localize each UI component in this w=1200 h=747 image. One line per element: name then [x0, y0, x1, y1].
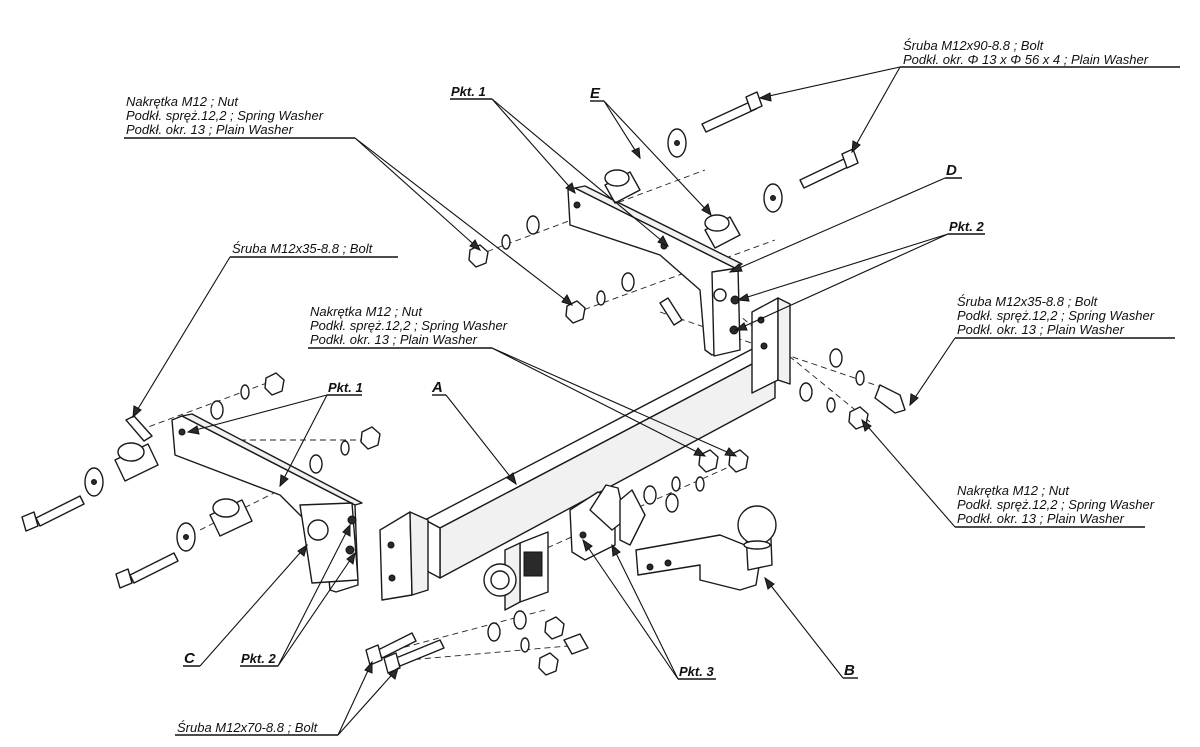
spring-washer-label: Podkł. spręż.12,2 ; Spring Washer [957, 308, 1155, 323]
long-bolts [21, 91, 859, 589]
plain-washer-label: Podkł. okr. 13 ; Plain Washer [957, 511, 1125, 526]
letter-c: C [184, 650, 196, 667]
tag-pkt2-bottom: Pkt. 2 [241, 651, 276, 666]
spring-washer-label: Podkł. spręż.12,2 ; Spring Washer [957, 497, 1155, 512]
spring-washer-label: Podkł. spręż.12,2 ; Spring Washer [126, 108, 324, 123]
side-bracket-d [567, 185, 743, 357]
nut-label: Nakrętka M12 ; Nut [957, 483, 1070, 498]
fasteners [125, 215, 906, 676]
side-bracket-c [171, 413, 363, 593]
letter-b: B [844, 662, 855, 679]
socket-plate [483, 531, 549, 611]
spring-washer-label: Podkł. spręż.12,2 ; Spring Washer [310, 318, 508, 333]
large-plain-washers [84, 128, 783, 552]
nut-label: Nakrętka M12 ; Nut [126, 94, 239, 109]
letter-a: A [431, 379, 443, 396]
nut-label: Nakrętka M12 ; Nut [310, 304, 423, 319]
bolt-m12x90-label: Śruba M12x90-8.8 ; Bolt [903, 38, 1045, 53]
letter-d: D [946, 162, 957, 179]
tag-pkt2-right: Pkt. 2 [949, 219, 984, 234]
plain-washer-label: Podkł. okr. 13 ; Plain Washer [310, 332, 478, 347]
part-letters: A B C D E [184, 85, 957, 679]
bolt-m12x70-label: Śruba M12x70-8.8 ; Bolt [177, 720, 319, 735]
callout-nut-top-left: Nakrętka M12 ; Nut Podkł. spręż.12,2 ; S… [126, 94, 324, 137]
cross-beam-a [379, 297, 791, 601]
callout-nut-center: Nakrętka M12 ; Nut Podkł. spręż.12,2 ; S… [310, 304, 508, 347]
plain-washer-56-label: Podkł. okr. Φ 13 x Φ 56 x 4 ; Plain Wash… [903, 52, 1149, 67]
plain-washer-label: Podkł. okr. 13 ; Plain Washer [126, 122, 294, 137]
plain-washer-label: Podkł. okr. 13 ; Plain Washer [957, 322, 1125, 337]
spacer-tubes [114, 169, 741, 537]
tag-pkt1-top: Pkt. 1 [451, 84, 486, 99]
callout-nut-right: Nakrętka M12 ; Nut Podkł. spręż.12,2 ; S… [957, 483, 1155, 526]
callout-bolt-m12x35-left: Śruba M12x35-8.8 ; Bolt [232, 241, 374, 256]
callout-bolt-m12x90: Śruba M12x90-8.8 ; Bolt Podkł. okr. Φ 13… [903, 38, 1149, 67]
bolt-m12x35-label: Śruba M12x35-8.8 ; Bolt [232, 241, 374, 256]
tag-pkt3: Pkt. 3 [679, 664, 714, 679]
callout-bolt-m12x70: Śruba M12x70-8.8 ; Bolt [177, 720, 319, 735]
callout-bolt-m12x35-right: Śruba M12x35-8.8 ; Bolt Podkł. spręż.12,… [957, 294, 1155, 337]
ball-mount-b [569, 484, 777, 591]
point-tags: Pkt. 1 Pkt. 1 Pkt. 2 Pkt. 2 Pkt. 3 [241, 84, 984, 679]
letter-e: E [590, 85, 601, 102]
tag-pkt1-left: Pkt. 1 [328, 380, 363, 395]
leader-lines [124, 66, 1180, 736]
bolt-m12x35-label: Śruba M12x35-8.8 ; Bolt [957, 294, 1099, 309]
